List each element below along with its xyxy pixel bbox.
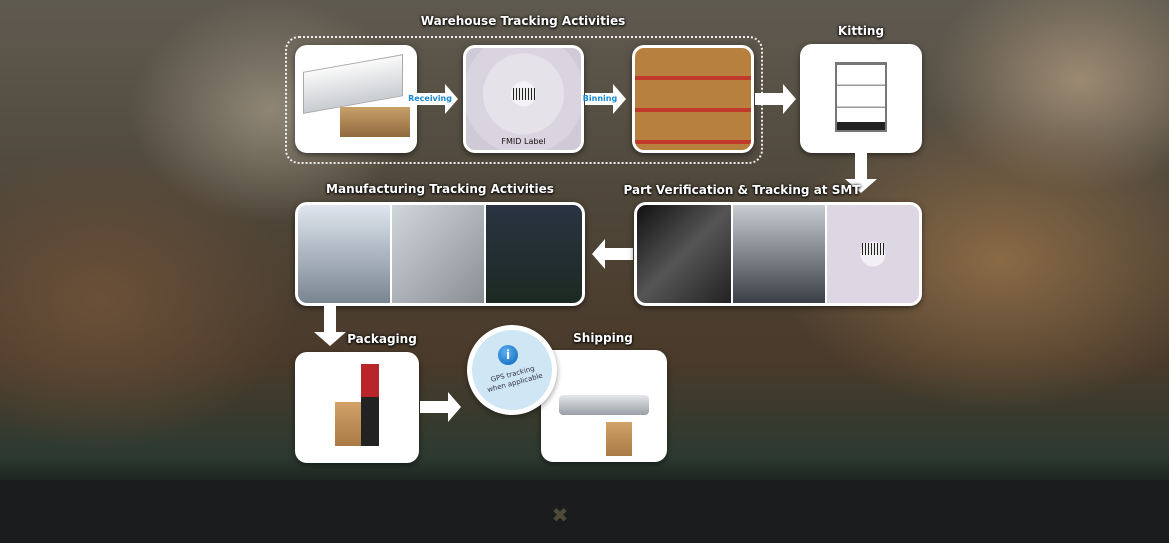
trailer-shape xyxy=(303,54,403,114)
binning-label: Binning xyxy=(582,94,618,103)
fmid-label: FMID Label xyxy=(501,137,546,146)
shipping-image xyxy=(541,350,667,462)
arrow-right-icon xyxy=(755,84,796,114)
warehouse-shelves-image xyxy=(632,45,754,153)
kitting-title: Kitting xyxy=(837,24,885,38)
truck-image xyxy=(295,45,417,153)
warehouse-title: Warehouse Tracking Activities xyxy=(420,14,626,28)
arrow-down-icon xyxy=(845,153,877,193)
kitting-cart-image xyxy=(800,44,922,153)
boxes-shape xyxy=(340,107,410,137)
arrow-right-icon xyxy=(417,84,458,114)
manufacturing-images xyxy=(295,202,585,306)
receiving-label: Receiving xyxy=(408,94,452,103)
arrow-right-icon xyxy=(420,392,461,422)
arrow-down-icon xyxy=(314,306,346,346)
barcode-icon xyxy=(513,88,535,100)
reel-image: FMID Label xyxy=(463,45,584,153)
arrow-left-icon xyxy=(592,239,633,269)
packaging-title: Packaging xyxy=(347,332,417,346)
packaging-image xyxy=(295,352,419,463)
barcode-icon xyxy=(862,243,884,255)
arrow-right-icon xyxy=(585,84,626,114)
info-icon: i xyxy=(498,345,518,365)
close-button[interactable]: ✖ xyxy=(551,503,569,527)
manufacturing-title: Manufacturing Tracking Activities xyxy=(326,182,554,196)
gps-callout: i GPS tracking when applicable xyxy=(467,325,557,415)
lightbox-image: Warehouse Tracking Activities Receiving … xyxy=(0,0,1169,480)
part-verification-title: Part Verification & Tracking at SMT xyxy=(623,183,861,197)
shipping-title: Shipping xyxy=(573,331,633,345)
smt-images xyxy=(634,202,922,306)
